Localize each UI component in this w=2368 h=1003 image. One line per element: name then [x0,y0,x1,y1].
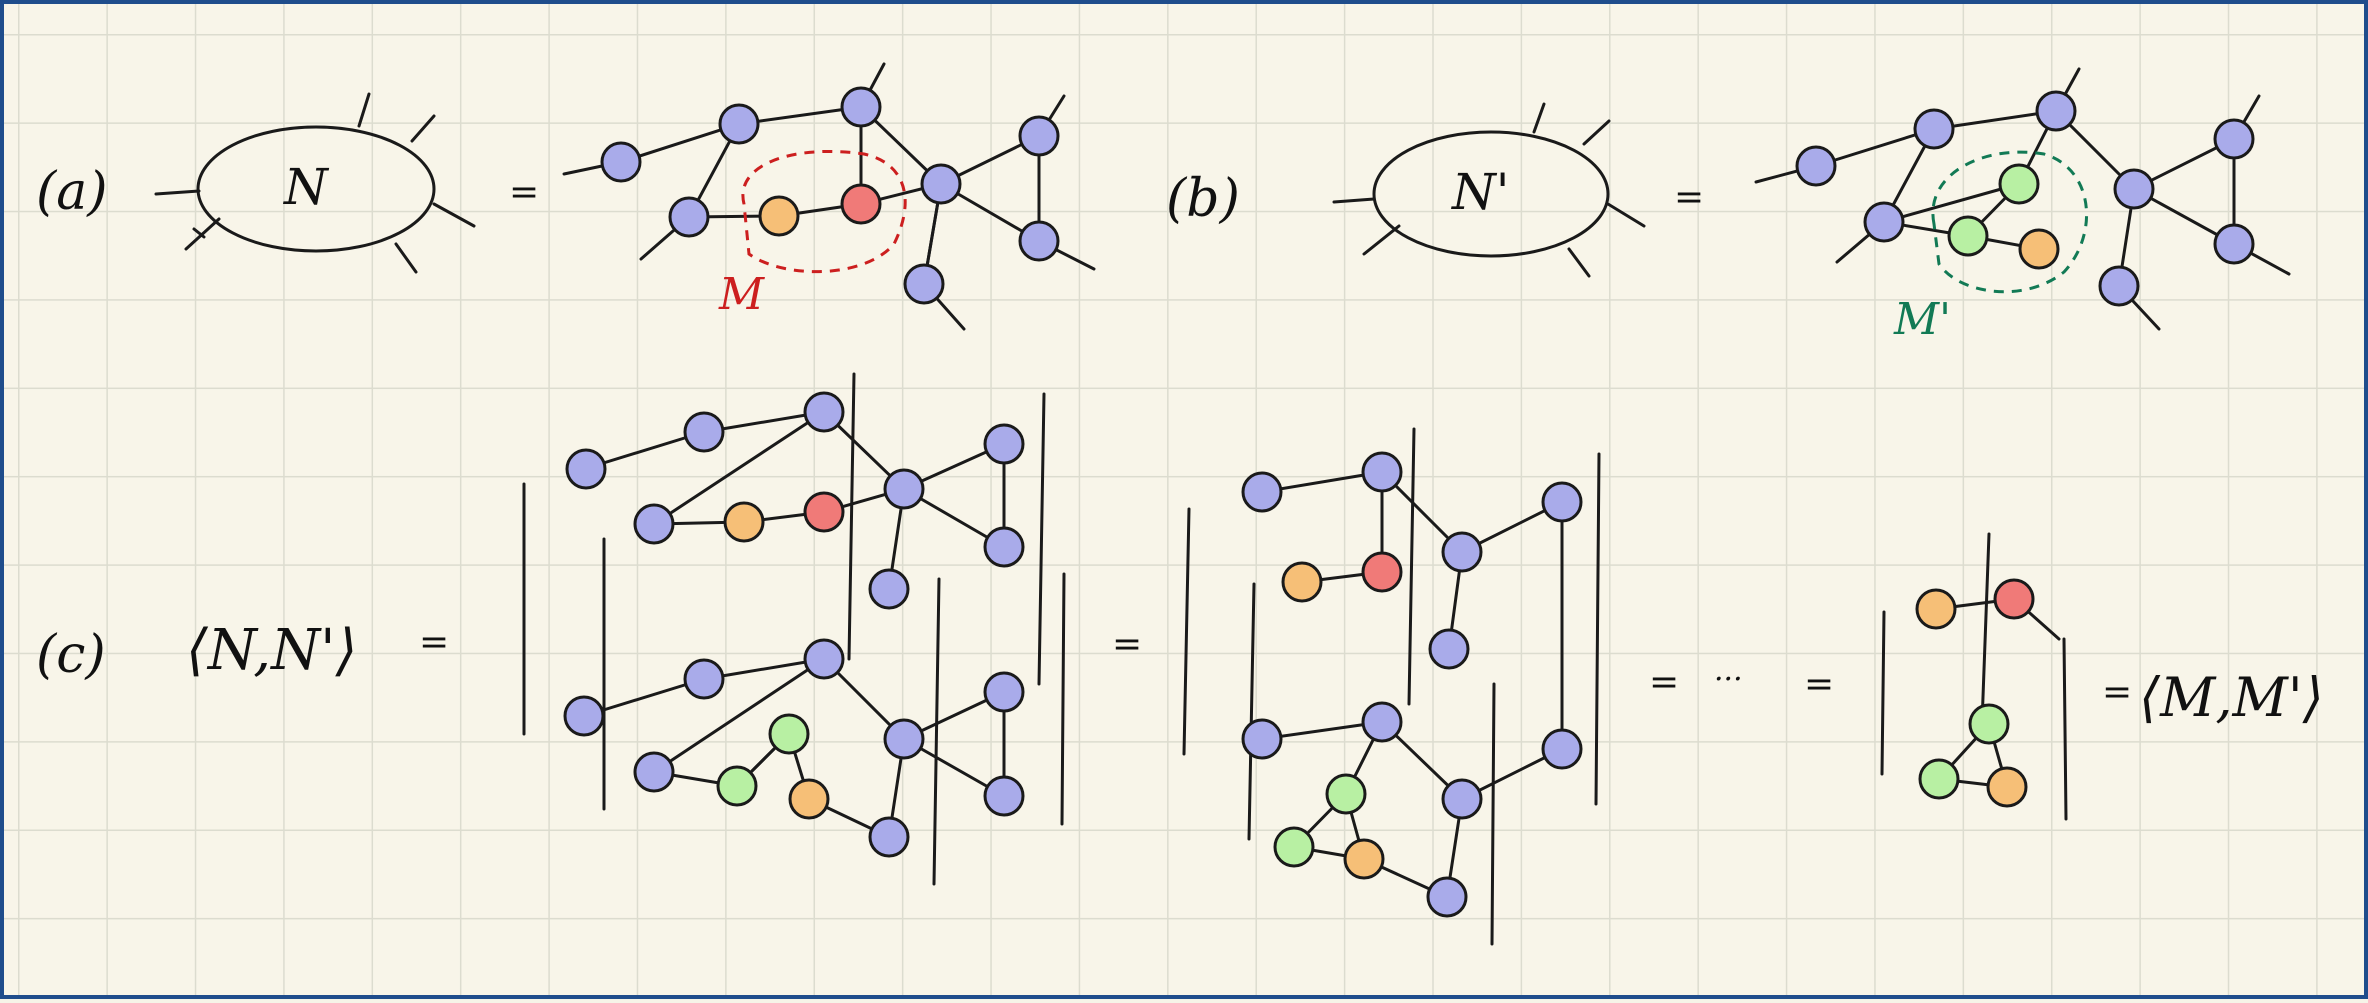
equals-c3: = [1649,662,1679,703]
ellipsis: ··· [1714,662,1743,697]
ellipse-Nprime: N' [1332,102,1646,278]
symbol-Nprime: N' [1451,163,1510,221]
equals-b: = [1674,177,1704,218]
network-N: M [562,62,1096,331]
panel-c: (c) ⟨N,N'⟩ = [36,372,2324,946]
stacked-network-1 [522,372,1066,886]
equals-a: = [509,172,539,213]
label-c: (c) [36,625,106,685]
label-b: (b) [1166,169,1240,229]
symbol-Mprime: M' [1893,294,1951,345]
stacked-network-2 [1182,427,1601,946]
ellipse-N: N [154,92,476,274]
network-Nprime: M' [1754,67,2291,345]
equals-c4: = [1804,664,1834,705]
pair-M-Mprime: ⟨M,M'⟩ [2139,666,2324,729]
reduced-network [1880,532,2068,821]
equals-c5: = [2102,672,2132,713]
equals-c2: = [1112,624,1142,665]
symbol-N: N [283,158,330,216]
symbol-M: M [718,269,765,320]
tensor-network-diagram: (a) N = [36,62,2324,946]
label-a: (a) [36,162,108,222]
pair-N-Nprime: ⟨N,N'⟩ [186,618,357,683]
panel-b: (b) N' = [1166,67,2291,345]
equals-c1: = [419,622,449,663]
panel-a: (a) N = [36,62,1096,331]
